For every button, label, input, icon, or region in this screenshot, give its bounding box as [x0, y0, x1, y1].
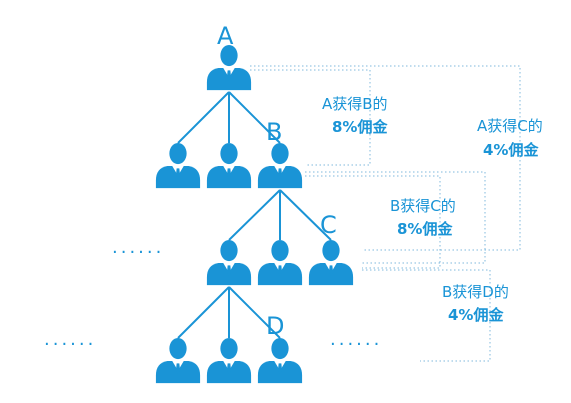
- person-icon: [206, 142, 252, 189]
- node-label-a: A: [217, 22, 234, 50]
- tree-line-a: [177, 91, 281, 144]
- person-icon: [206, 337, 252, 384]
- connector-a-c: [250, 65, 521, 251]
- person-icon: [257, 239, 303, 286]
- note-b-c-line1: B获得C的: [390, 197, 456, 215]
- connector-b-d: [362, 269, 491, 362]
- ellipsis-row4-right: ······: [330, 334, 382, 355]
- person-icon: [308, 239, 354, 286]
- note-a-b-line1: A获得B的: [322, 95, 388, 113]
- note-a-b-line2: 8%佣金: [332, 118, 388, 136]
- note-b-c-line2: 8%佣金: [397, 220, 453, 238]
- person-icon: [257, 337, 303, 384]
- note-a-c-line1: A获得C的: [477, 117, 543, 135]
- person-icon: [206, 44, 252, 91]
- person-icon: [206, 239, 252, 286]
- person-icon: [155, 142, 201, 189]
- person-icon: [155, 337, 201, 384]
- connector-b-c: [305, 171, 486, 264]
- node-label-c: C: [320, 211, 337, 239]
- note-b-d-line2: 4%佣金: [448, 306, 504, 324]
- ellipsis-row3-left: ······: [112, 242, 164, 263]
- node-label-d: D: [266, 312, 284, 340]
- person-icon: [257, 142, 303, 189]
- connector-a-b: [250, 69, 371, 166]
- ellipsis-row4-left: ······: [44, 334, 96, 355]
- connectors: [250, 65, 521, 362]
- tree-line-b: [228, 189, 332, 241]
- node-label-b: B: [266, 118, 282, 146]
- tree-lines: [177, 91, 332, 339]
- connector-b-c-inner: [305, 175, 441, 269]
- note-b-d-line1: B获得D的: [442, 283, 509, 301]
- tree-line-c: [177, 286, 281, 339]
- note-a-c-line2: 4%佣金: [483, 141, 539, 159]
